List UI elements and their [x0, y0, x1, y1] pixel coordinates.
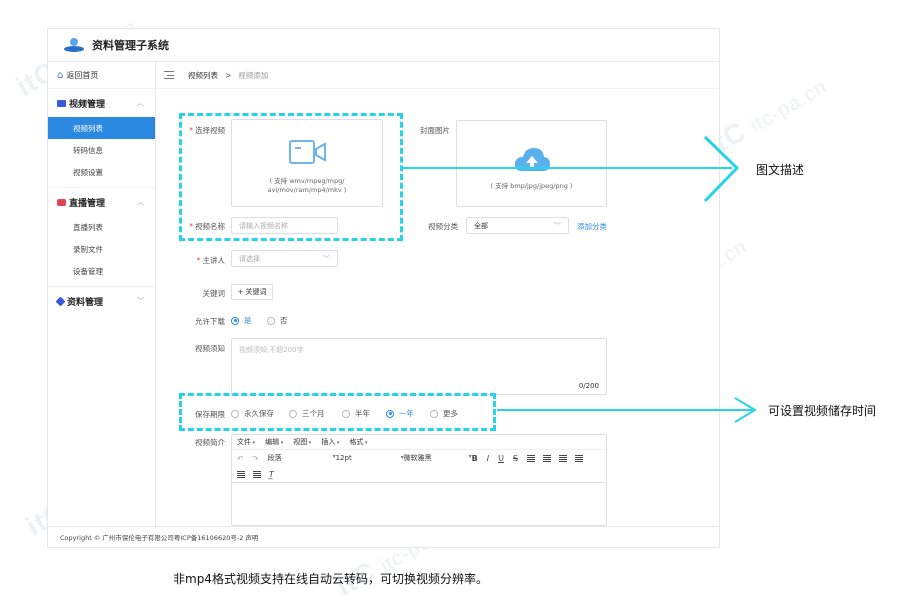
speaker-select[interactable]: 请选择 ﹀ [231, 250, 338, 267]
editor-menu-file[interactable]: 文件 [237, 437, 255, 447]
annotation-retention: 可设置视频储存时间 [768, 404, 877, 418]
sidebar-item-video-list[interactable]: 视频列表 [48, 117, 155, 139]
chevron-down-icon: ﹀ [137, 297, 144, 305]
chevron-down-icon: ﹀ [323, 255, 330, 263]
chevron-up-icon: ︿ [137, 198, 144, 206]
sidebar-item-devices[interactable]: 设备管理 [73, 266, 103, 276]
video-upload-box[interactable]: ( 支持 wmv/mpeg/mpg/ avi/mov/ram/mp4/mkv ) [231, 119, 383, 207]
cover-label: 封面图片 [420, 126, 450, 135]
live-icon [57, 198, 66, 206]
align-right-icon[interactable] [559, 454, 567, 462]
video-upload-hint-2: avi/mov/ram/mp4/mkv ) [267, 186, 347, 194]
chevron-up-icon: ︿ [137, 99, 144, 107]
bold-button[interactable]: B [471, 453, 478, 463]
editor-menubar: 文件 编辑 视图 插入 格式 [232, 435, 606, 449]
annotation-image-text: 图文描述 [756, 163, 805, 177]
editor-menu-view[interactable]: 视图 [293, 437, 311, 447]
category-label: 视频分类 [428, 222, 458, 231]
download-yes-radio[interactable]: 是 [231, 315, 252, 326]
arrow-head-icon [703, 135, 740, 203]
sidebar-item-video-settings[interactable]: 视频设置 [73, 167, 103, 177]
chevron-down-icon: ﹀ [554, 222, 561, 230]
highlight-box-retention [179, 393, 496, 431]
category-select[interactable]: 全部 ﹀ [466, 217, 569, 234]
video-icon [57, 99, 66, 107]
strikethrough-button[interactable]: S [512, 453, 518, 463]
divider [48, 286, 155, 287]
align-justify-icon[interactable] [575, 454, 583, 462]
align-center-icon[interactable] [543, 454, 551, 462]
caption: 非mp4格式视频支持在线自动云转码，可切换视频分辨率。 [173, 572, 488, 586]
outdent-icon[interactable] [237, 470, 245, 478]
retention-label: 保存期限 [195, 410, 225, 419]
cover-upload-box[interactable]: ( 支持 bmp/jpg/jpeg/png ) [456, 120, 607, 207]
video-file-label: *选择视频 [189, 126, 225, 135]
block-format-select[interactable]: 段落 [268, 453, 336, 463]
annotation-arrow-line [403, 167, 732, 169]
sidebar-home[interactable]: ⌂ 返回首页 [48, 62, 155, 89]
rich-text-editor[interactable]: 文件 编辑 视图 插入 格式 ↶ ↷ 段落 12pt 微软雅黑 B I U S … [231, 434, 607, 526]
undo-icon[interactable]: ↶ [237, 453, 244, 463]
notice-label: 视频须知 [195, 344, 225, 353]
breadcrumb-separator: > [225, 70, 232, 80]
underline-button[interactable]: U [498, 453, 504, 463]
editor-menu-insert[interactable]: 插入 [321, 437, 339, 447]
arrow-head-icon [734, 397, 757, 423]
video-upload-hint-1: ( 支持 wmv/mpeg/mpg/ [269, 177, 345, 185]
breadcrumb: 视频列表 > 视频添加 [156, 62, 719, 89]
layers-icon [55, 296, 66, 306]
video-camera-icon [289, 140, 326, 164]
top-bar: 资料管理子系统 [48, 29, 719, 62]
retention-more-radio[interactable]: 更多 [430, 408, 458, 419]
sidebar-group-live[interactable]: 直播管理 ︿ [48, 188, 155, 216]
align-left-icon[interactable] [527, 454, 535, 462]
indent-icon[interactable] [253, 470, 261, 478]
collapse-menu-icon[interactable] [164, 71, 174, 79]
app-title: 资料管理子系统 [92, 39, 169, 52]
editor-toolbar: ↶ ↷ 段落 12pt 微软雅黑 B I U S [232, 449, 606, 466]
download-no-radio[interactable]: 否 [267, 315, 288, 326]
footer: Copyright © 广州市保伦电子有限公司粤ICP备16106620号-2 … [48, 526, 719, 547]
sidebar: ⌂ 返回首页 视频管理 ︿ 视频列表 转码信息 视频设置 直播管理 ︿ 直播列表… [48, 62, 156, 528]
char-counter: 0/200 [578, 382, 599, 390]
sidebar-item-live-list[interactable]: 直播列表 [73, 222, 103, 232]
highlight-box-upload [179, 113, 403, 241]
home-icon: ⌂ [57, 69, 64, 81]
add-keyword-button[interactable]: + 关键词 [231, 284, 273, 300]
retention-3months-radio[interactable]: 三个月 [289, 408, 325, 419]
breadcrumb-current: 视频添加 [238, 70, 269, 80]
sidebar-group-materials[interactable]: 资料管理 ﹀ [48, 287, 155, 315]
divider [48, 187, 155, 188]
video-name-label: *视频名称 [189, 222, 225, 231]
cloud-upload-icon [514, 148, 550, 171]
notice-textarea[interactable]: 视频须知,不超200字 0/200 [231, 338, 607, 395]
sidebar-item-recordings[interactable]: 录制文件 [73, 244, 103, 254]
italic-button[interactable]: I [486, 453, 490, 463]
keywords-label: 关键词 [202, 289, 226, 298]
sidebar-group-video[interactable]: 视频管理 ︿ [48, 89, 155, 117]
redo-icon[interactable]: ↷ [252, 453, 259, 463]
cover-upload-hint: ( 支持 bmp/jpg/jpeg/png ) [490, 182, 573, 190]
video-name-input[interactable]: 请输入视频名称 [231, 217, 338, 234]
font-family-select[interactable]: 微软雅黑 [404, 453, 472, 463]
breadcrumb-parent[interactable]: 视频列表 [188, 70, 218, 80]
intro-label: 视频简介 [195, 438, 225, 447]
add-category-link[interactable]: 添加分类 [577, 222, 607, 231]
logo-icon [64, 38, 84, 52]
allow-download-label: 允许下载 [195, 317, 225, 326]
retention-halfyear-radio[interactable]: 半年 [342, 408, 370, 419]
retention-permanent-radio[interactable]: 永久保存 [231, 408, 274, 419]
editor-toolbar-row2: T̲ [232, 466, 606, 483]
font-size-select[interactable]: 12pt [336, 454, 404, 462]
annotation-arrow-line [497, 409, 755, 411]
speaker-label: *主讲人 [196, 256, 225, 265]
clear-format-icon[interactable]: T̲ [269, 469, 274, 479]
editor-menu-edit[interactable]: 编辑 [265, 437, 283, 447]
sidebar-item-transcode[interactable]: 转码信息 [73, 145, 103, 155]
editor-menu-format[interactable]: 格式 [349, 437, 367, 447]
retention-1year-radio[interactable]: 一年 [386, 408, 414, 419]
